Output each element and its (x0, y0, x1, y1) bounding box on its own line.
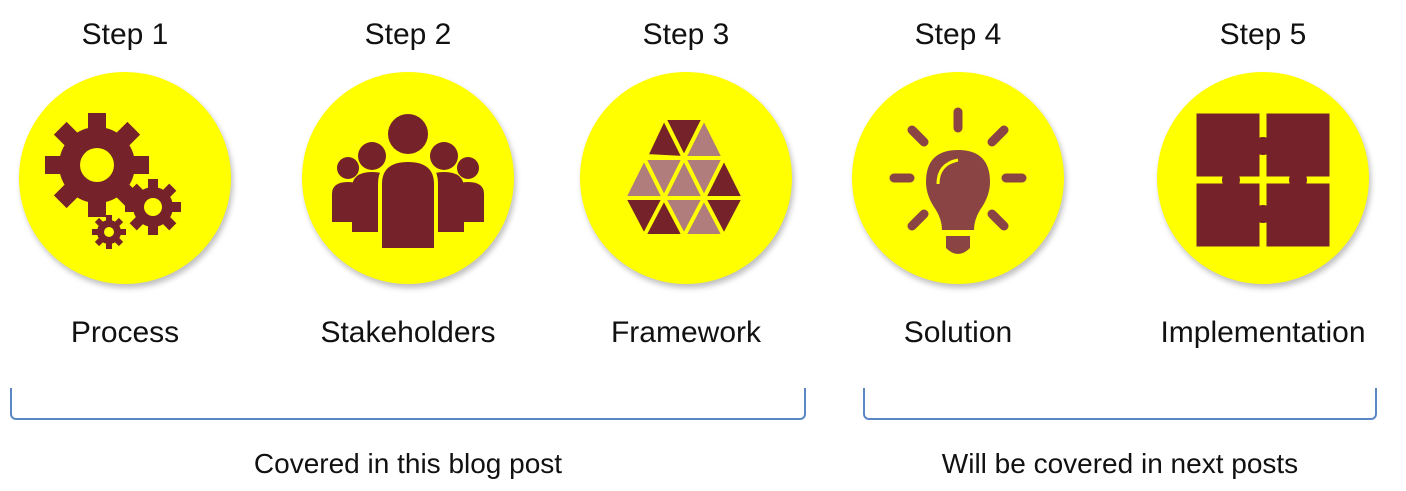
step-label: Solution (903, 316, 1013, 349)
group-label-covered: Covered in this blog post (253, 448, 563, 479)
people-icon (332, 114, 484, 252)
step-title: Step 1 (81, 18, 169, 51)
step-circle (1157, 72, 1369, 284)
step-title: Step 5 (1219, 18, 1307, 51)
puzzle-icon (1193, 110, 1333, 250)
lightbulb-icon (889, 107, 1027, 254)
step-circle (580, 72, 792, 284)
group-bracket-covered (10, 388, 806, 420)
step-title: Step 4 (914, 18, 1002, 51)
group-bracket-next (863, 388, 1377, 420)
step-title: Step 2 (364, 18, 452, 51)
step-circle (19, 72, 231, 284)
step-label: Framework (610, 316, 761, 349)
triangles-icon (622, 116, 746, 238)
group-label-next: Will be covered in next posts (941, 448, 1299, 479)
step-title: Step 3 (642, 18, 730, 51)
step-circle (852, 72, 1064, 284)
gears-icon (45, 113, 181, 249)
step-circle (302, 72, 514, 284)
step-label: Stakeholders (320, 316, 496, 349)
step-label: Implementation (1160, 316, 1366, 349)
step-label: Process (70, 316, 180, 349)
